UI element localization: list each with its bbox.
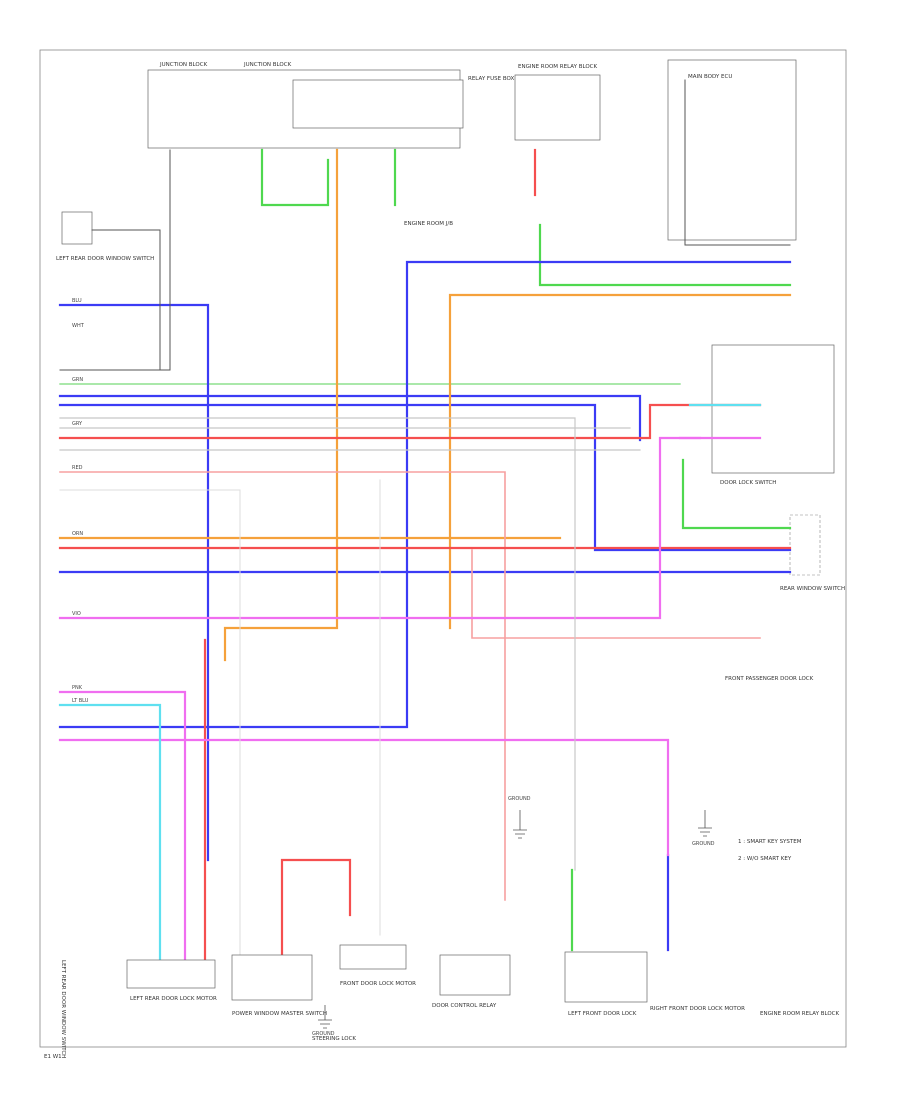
grounds: GROUND GROUND GROUND [312, 796, 715, 1037]
wire-red-2 [59, 471, 506, 901]
wire-grey-1 [59, 417, 576, 871]
body-ecu-box [667, 59, 797, 241]
front-door-lock-label: FRONT DOOR LOCK MOTOR [340, 981, 416, 987]
engine-room-bottom-label: ENGINE ROOM RELAY BLOCK [760, 1011, 840, 1017]
wire-blue-long-2 [58, 403, 792, 552]
code-or: ORN [72, 531, 83, 537]
top-components: JUNCTION BLOCK JUNCTION BLOCK RELAY FUSE… [56, 59, 797, 262]
door-lock-switch-label: DOOR LOCK SWITCH [720, 480, 776, 486]
wire-blue-center [58, 260, 792, 729]
power-window-master-label: POWER WINDOW MASTER SWITCH [232, 1011, 327, 1017]
steering-lock-label: STEERING LOCK [312, 1036, 356, 1042]
left-front-door-lock-label: LEFT FRONT DOOR LOCK [568, 1011, 637, 1017]
wire-red-1 [58, 403, 762, 440]
wire-black-ecu [684, 79, 791, 246]
ground-symbol-2: GROUND [508, 796, 531, 839]
wire-green-engine [538, 223, 792, 287]
left-rear-window-switch-label: LEFT REAR DOOR WINDOW SWITCH [56, 256, 154, 262]
wire-orange-right [448, 293, 792, 630]
left-rear-lock-motor-label: LEFT REAR DOOR LOCK MOTOR [130, 996, 217, 1002]
wire-blue-top-left [58, 303, 210, 862]
code-lb: LT BLU [72, 698, 89, 704]
left-rear-window-bottom-label: LEFT REAR DOOR WINDOW SWITCH [60, 960, 66, 1058]
door-control-relay-box [439, 954, 511, 996]
wires [58, 79, 792, 962]
wire-code-labels: BLU WHT GRN GRY RED ORN VIO PNK LT BLU [72, 298, 89, 704]
ground-symbol-1: GROUND [312, 1005, 335, 1037]
door-lock-switch-box [711, 344, 835, 474]
code-bl: BLU [72, 298, 82, 304]
code-gy: GRY [72, 421, 83, 427]
engine-room-junction-label: ENGINE ROOM J/B [404, 221, 453, 227]
engine-room-relay-label: ENGINE ROOM RELAY BLOCK [518, 64, 598, 70]
rear-window-switch-box [789, 514, 821, 576]
right-front-lock-motor-label: RIGHT FRONT DOOR LOCK MOTOR [650, 1006, 745, 1012]
legend-item-2: 2 : W/O SMART KEY [738, 856, 792, 862]
wire-black-switch [59, 229, 161, 371]
engine-room-relay-box [514, 74, 601, 141]
ground-symbol-3: GROUND [692, 810, 715, 847]
wire-grey-4 [59, 489, 241, 961]
legend-item-1: 1 : SMART KEY SYSTEM [738, 839, 802, 845]
diagram-frame [39, 49, 847, 1048]
rear-window-switch-label: REAR WINDOW SWITCH [780, 586, 845, 592]
front-passenger-lock-label: FRONT PASSENGER DOOR LOCK [725, 676, 814, 682]
wire-black-top-left [159, 149, 171, 371]
wire-green-top [260, 148, 330, 207]
power-window-master-box [231, 954, 313, 1001]
code-pk: PNK [72, 685, 83, 691]
junction-block-2-label: JUNCTION BLOCK [243, 62, 292, 68]
wire-pink-3 [58, 738, 670, 857]
wire-pink-2 [58, 690, 187, 962]
wire-blue-long-1 [58, 394, 642, 442]
junction-block-1-label: JUNCTION BLOCK [159, 62, 208, 68]
body-ecu-label: MAIN BODY ECU [688, 74, 732, 80]
wire-pink-1 [58, 436, 762, 620]
relay-fuse-box-label: RELAY FUSE BOX [468, 76, 514, 82]
footer-code: E1 W1 [44, 1054, 62, 1060]
wire-red-right [471, 549, 761, 639]
svg-text:GROUND: GROUND [312, 1031, 335, 1037]
wire-orange-top [223, 148, 339, 662]
left-rear-window-switch-box [61, 211, 93, 245]
svg-text:GROUND: GROUND [692, 841, 715, 847]
wire-red-4 [280, 858, 352, 957]
svg-text:GROUND: GROUND [508, 796, 531, 802]
left-rear-lock-motor-box [126, 959, 216, 989]
relay-fuse-box [292, 79, 464, 129]
right-components: DOOR LOCK SWITCH REAR WINDOW SWITCH FRON… [711, 344, 845, 862]
door-control-relay-label: DOOR CONTROL RELAY [432, 1003, 497, 1009]
code-gn: GRN [72, 377, 83, 383]
code-vt: VIO [72, 611, 81, 617]
code-rd: RED [72, 465, 83, 471]
left-front-door-lock-box [564, 951, 648, 1003]
wire-cyan-1 [58, 703, 162, 962]
bottom-components: LEFT REAR DOOR LOCK MOTOR POWER WINDOW M… [60, 944, 840, 1058]
front-door-lock-box [339, 944, 407, 970]
code-wh: WHT [72, 323, 85, 329]
wire-green-right [681, 458, 792, 530]
